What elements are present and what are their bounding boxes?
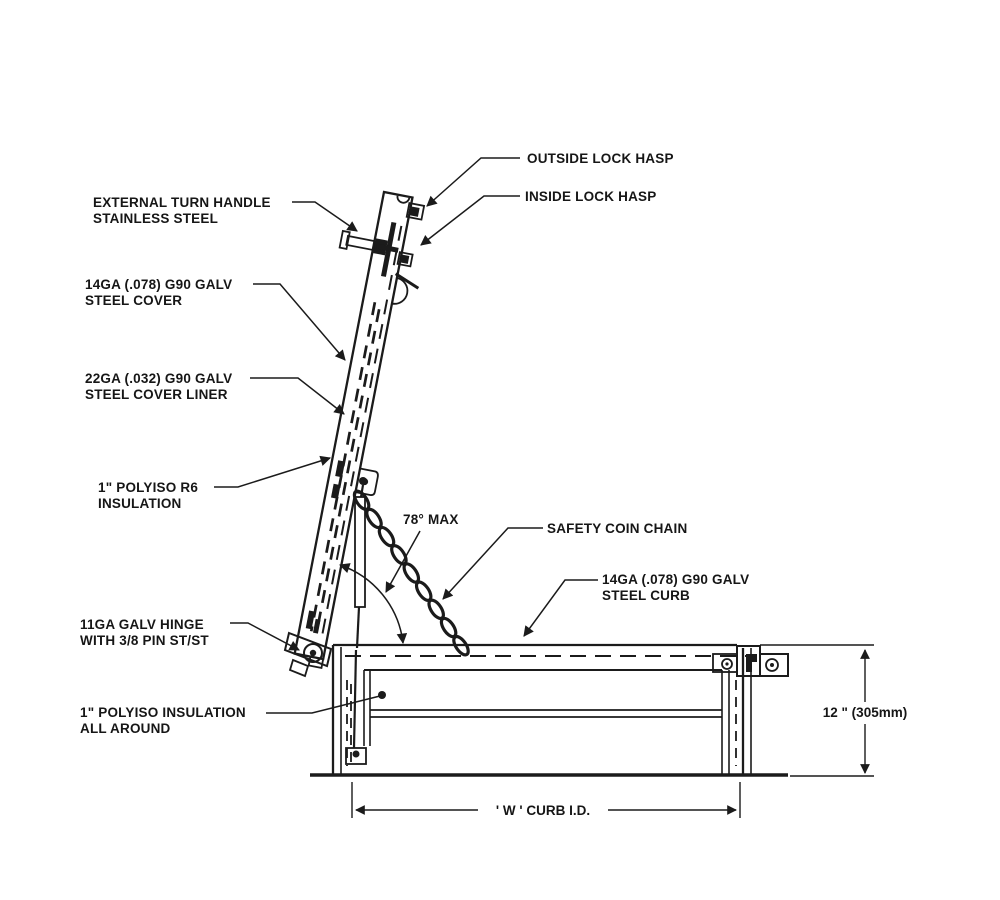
curb-height-dimension-text: 12 " (305mm) — [823, 705, 907, 720]
turn-handle-bar — [345, 234, 377, 252]
steel-curb-label-line1: 14GA (.078) G90 GALV — [602, 572, 749, 587]
steel-cover-label-line1: 14GA (.078) G90 GALV — [85, 277, 232, 292]
hinge-tab — [288, 658, 310, 678]
keeper-rivet — [765, 658, 779, 672]
angle-leader — [385, 530, 421, 593]
cover-liner-leader — [250, 377, 345, 415]
cover-insulation-leader — [214, 455, 332, 488]
inside-lock-hasp-label: INSIDE LOCK HASP — [525, 189, 656, 204]
outside-lock-hasp — [405, 201, 426, 221]
turn-handle-grip — [338, 229, 351, 250]
hinge-label-line1: 11GA GALV HINGE — [80, 617, 204, 632]
cover-insulation-label-line1: 1" POLYISO R6 — [98, 480, 198, 495]
bracket-bolt — [335, 460, 346, 478]
cover-assembly — [293, 190, 426, 669]
hinge-assembly — [283, 631, 333, 678]
safety-chain-label: SAFETY COIN CHAIN — [547, 521, 687, 536]
latch-strike-rod — [394, 272, 420, 290]
outside-lock-hasp-label: OUTSIDE LOCK HASP — [527, 151, 674, 166]
curb — [310, 643, 789, 777]
hinge-knuckle — [303, 643, 323, 663]
hinge-bolt — [305, 610, 316, 630]
width-dimension: ' W ' CURB I.D. — [351, 782, 741, 818]
steel-curb-label-line2: STEEL CURB — [602, 588, 690, 603]
keeper-rivet-center — [770, 663, 774, 667]
chain-link — [452, 634, 470, 657]
cover-liner-hidden-line — [315, 308, 381, 633]
hinge-pin — [309, 649, 317, 657]
steel-curb-leader — [523, 579, 598, 637]
cover-liner-hidden-line — [309, 302, 377, 632]
hinge-leaf — [283, 631, 333, 668]
hinge-leader — [230, 622, 300, 651]
spring-rod-lower — [355, 606, 361, 649]
inside-lock-hasp — [396, 251, 414, 268]
hinge-label-line2: WITH 3/8 PIN ST/ST — [80, 633, 209, 648]
leader-lines — [214, 157, 598, 714]
curb-width-dimension-text: ' W ' CURB I.D. — [496, 803, 590, 818]
spring-cylinder — [354, 496, 366, 608]
spring-bottom-pin — [352, 750, 360, 758]
angle-arc — [339, 563, 408, 645]
latch-cross-bar — [376, 243, 399, 253]
opening-angle-label: 78° MAX — [403, 512, 459, 527]
spring-bottom-bracket — [345, 747, 367, 765]
inside-lock-hasp-pad — [399, 254, 410, 264]
steel-cover-leader — [253, 283, 346, 361]
cover-outline — [293, 190, 414, 661]
height-dimension: 12 " (305mm) — [760, 644, 907, 777]
curb-insulation-leader-dot — [378, 691, 386, 699]
spring-top-pin — [359, 477, 367, 485]
labels: OUTSIDE LOCK HASP INSIDE LOCK HASP EXTER… — [80, 151, 749, 736]
spring-rod-in-curb — [352, 649, 358, 749]
keeper-rivet-center — [725, 662, 729, 666]
turn-handle-label-line2: STAINLESS STEEL — [93, 211, 218, 226]
cover-insulation-label-line2: INSULATION — [98, 496, 182, 511]
outside-hasp-leader — [426, 157, 520, 207]
pull-ring — [391, 277, 409, 305]
turn-handle-label-line1: EXTERNAL TURN HANDLE — [93, 195, 271, 210]
cover-liner-label-line1: 22GA (.032) G90 GALV — [85, 371, 232, 386]
spring-rod-upper — [359, 484, 365, 498]
bracket-bolt — [330, 483, 341, 499]
cover-notch — [396, 195, 411, 204]
latch-keeper-outer-bracket — [759, 653, 789, 677]
safety-chain-leader — [442, 527, 543, 600]
cover-liner-label-line2: STEEL COVER LINER — [85, 387, 228, 402]
keeper-rivet — [721, 658, 733, 670]
keeper-latch-blob — [746, 654, 757, 672]
curb-insulation-label-line2: ALL AROUND — [80, 721, 171, 736]
inside-hasp-leader — [420, 195, 520, 246]
curb-insulation-label-line1: 1" POLYISO INSULATION — [80, 705, 246, 720]
turn-handle-leader — [292, 201, 358, 232]
curb-insulation-leader — [266, 695, 381, 714]
steel-cover-label-line2: STEEL COVER — [85, 293, 182, 308]
hinge-bolt — [313, 618, 321, 634]
outside-lock-hasp-pad — [409, 206, 420, 217]
lift-bracket — [355, 467, 379, 496]
cover-insulation-hidden-line — [320, 225, 403, 639]
